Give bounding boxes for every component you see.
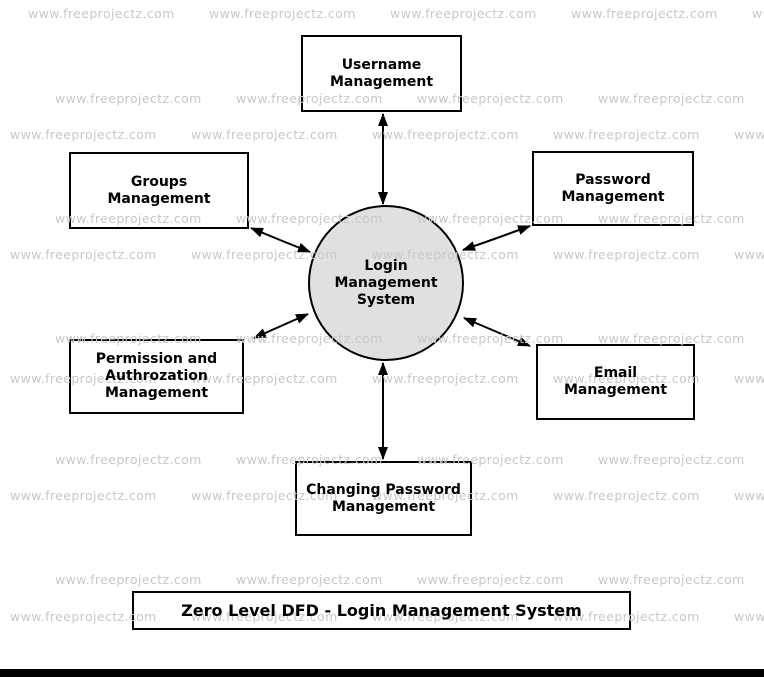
data-flow-arrow-email [463,317,531,347]
process-circle-login-management-system [308,205,464,361]
data-flow-arrows [250,113,531,460]
diagram-title-box [132,591,631,630]
entity-box-permission-authrozation-management [69,339,244,414]
entity-box-changing-password-management [295,461,472,536]
entity-box-password-management [532,151,694,226]
data-flow-arrow-password [462,225,531,251]
bottom-black-bar [0,669,764,677]
entity-box-email-management [536,344,695,420]
data-flow-arrow-groups [250,227,311,253]
data-flow-arrow-permission [253,313,309,339]
entity-box-username-management [301,35,462,112]
entity-box-groups-management [69,152,249,229]
